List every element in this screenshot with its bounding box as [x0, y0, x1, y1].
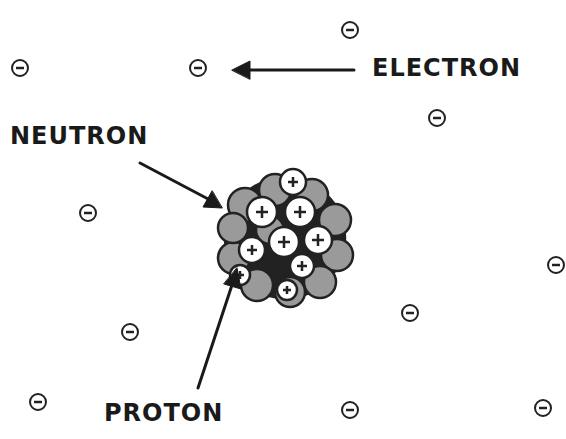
electron — [30, 394, 46, 410]
arrow-head — [203, 191, 222, 208]
arrow-head — [224, 268, 241, 289]
leader-arrows — [140, 61, 354, 388]
part-label: NEUTRON — [10, 123, 148, 149]
electron — [535, 400, 551, 416]
plus-signs — [236, 177, 324, 294]
electron — [342, 22, 358, 38]
electrons — [12, 22, 564, 418]
electron — [12, 60, 28, 76]
electron — [122, 324, 138, 340]
electron — [342, 402, 358, 418]
protons — [230, 169, 332, 300]
electron — [80, 205, 96, 221]
electron — [429, 110, 445, 126]
electron — [402, 305, 418, 321]
electron — [190, 60, 206, 76]
leader-line — [246, 69, 354, 72]
part-label: ELECTRON — [372, 55, 521, 81]
part-label: PROTON — [104, 400, 223, 426]
leader-line — [198, 285, 232, 388]
leader-line — [140, 163, 210, 200]
arrow-head — [232, 61, 250, 79]
electron — [548, 257, 564, 273]
nucleus — [218, 169, 353, 307]
